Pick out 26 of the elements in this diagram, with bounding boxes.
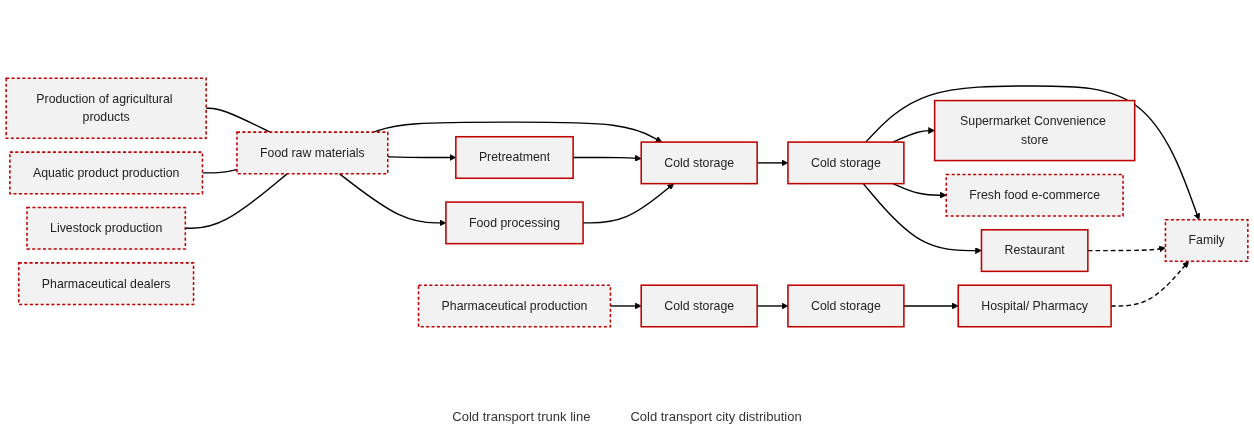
arrow <box>1087 245 1166 253</box>
node-box: Cold storage <box>787 284 905 328</box>
arrow <box>862 182 982 254</box>
node-box: Pharmaceutical production <box>417 284 612 328</box>
arrow <box>903 302 959 310</box>
node-box: Pretreatment <box>455 135 574 180</box>
node-box: Restaurant <box>980 229 1089 273</box>
node-box: Aquatic product production <box>9 151 204 195</box>
arrow <box>892 182 947 199</box>
arrow <box>865 85 1201 221</box>
note-text: Cold transport trunk line <box>452 409 591 424</box>
node-box: Production of agricultural products <box>5 77 207 140</box>
node-box: Fresh food e-commerce <box>945 173 1124 217</box>
node-box: Cold storage <box>787 141 905 185</box>
node-box: Pharmaceutical dealers <box>18 262 195 306</box>
arrow <box>372 121 663 143</box>
node-box: Food raw materials <box>236 131 389 175</box>
node-box: Food processing <box>445 201 584 245</box>
node-box: Supermarket Convenience store <box>933 99 1136 162</box>
node-box: Family <box>1164 219 1249 263</box>
arrow <box>892 127 935 143</box>
node-box: Livestock production <box>26 206 187 250</box>
note-text: Cold transport city distribution <box>630 409 802 424</box>
node-box: Cold storage <box>640 141 758 185</box>
node-box: Cold storage <box>640 284 758 328</box>
node-box: Hospital/ Pharmacy <box>957 284 1112 328</box>
